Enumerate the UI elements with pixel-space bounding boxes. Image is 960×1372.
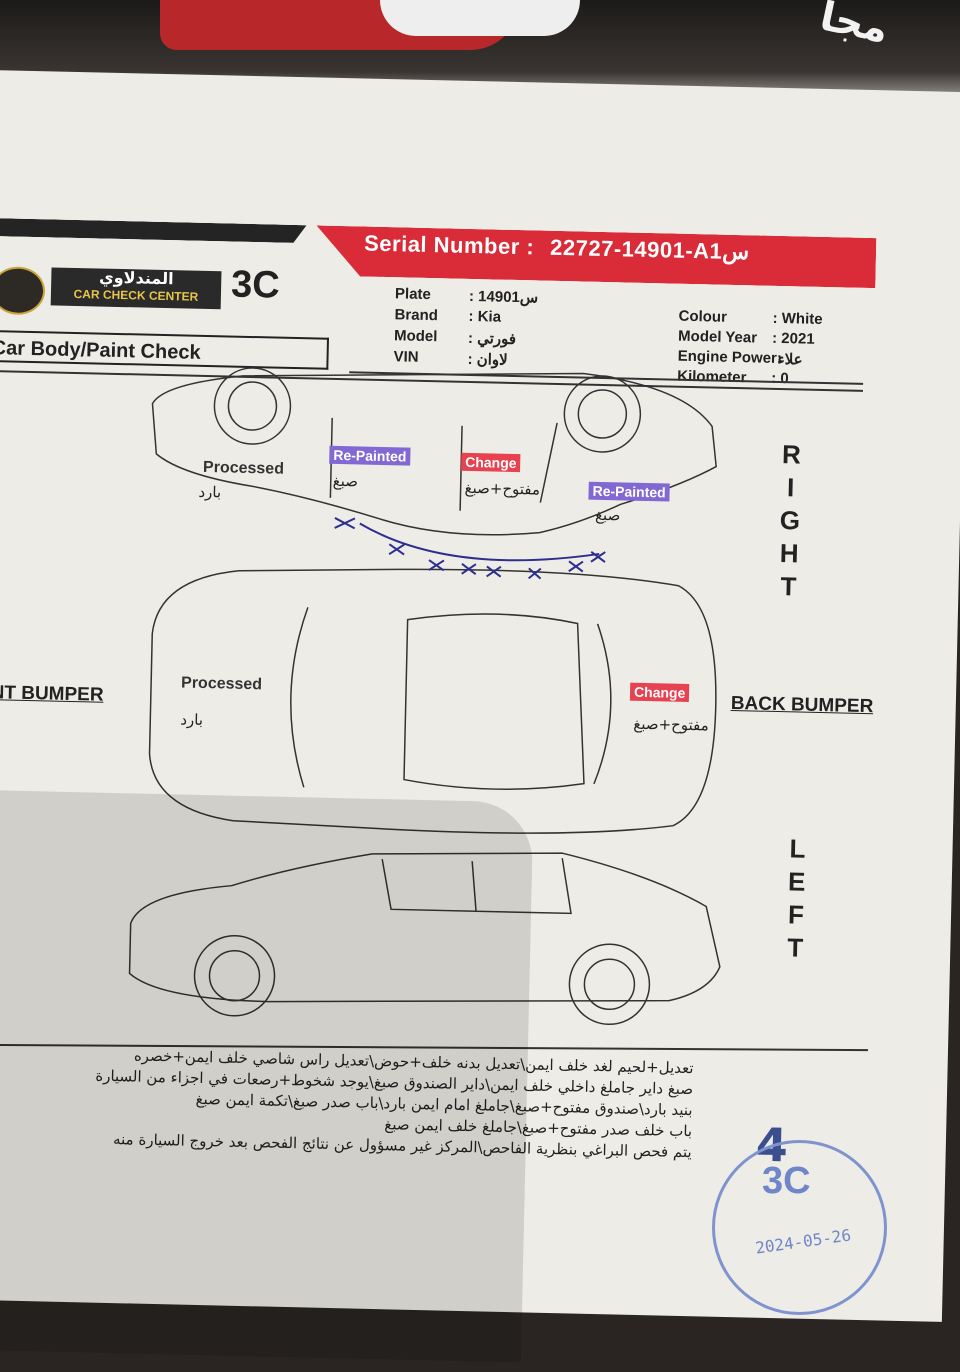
left-rear-wheel xyxy=(568,943,651,1026)
inspection-sheet: Serial Number :22727-14901-A1س المندلاوي… xyxy=(0,70,960,1363)
left-front-wheel xyxy=(193,935,276,1017)
damage-marks xyxy=(334,517,606,580)
top-processed-note: بارد xyxy=(180,710,204,729)
right-change-label: Change xyxy=(461,452,521,473)
top-change-note: مفتوح+صبغ xyxy=(633,714,709,735)
right-repainted-note-2: صبغ xyxy=(594,505,621,525)
top-change-label: Change xyxy=(629,682,690,703)
white-car-shape xyxy=(380,0,580,36)
front-bumper-label: ONT BUMPER xyxy=(0,681,104,706)
right-repainted-label-1: Re-Painted xyxy=(329,445,411,466)
top-processed-label: Processed xyxy=(180,674,263,694)
right-processed-note: بارد xyxy=(198,482,222,502)
top-view-car-outline xyxy=(148,568,717,834)
photo-shadow xyxy=(0,789,534,1363)
back-bumper-label: BACK BUMPER xyxy=(730,692,874,718)
background-text: مجا xyxy=(815,0,893,53)
right-repainted-label-2: Re-Painted xyxy=(588,481,670,502)
right-processed-label: Processed xyxy=(202,458,285,478)
notes-divider xyxy=(0,1043,868,1052)
stamp-code: 3C xyxy=(762,1160,811,1202)
right-change-note: مفتوح+صبغ xyxy=(464,478,541,499)
right-repainted-note-1: صبغ xyxy=(332,471,359,491)
right-rear-wheel xyxy=(213,367,292,445)
right-front-wheel xyxy=(563,375,642,453)
car-diagrams xyxy=(0,367,868,1052)
